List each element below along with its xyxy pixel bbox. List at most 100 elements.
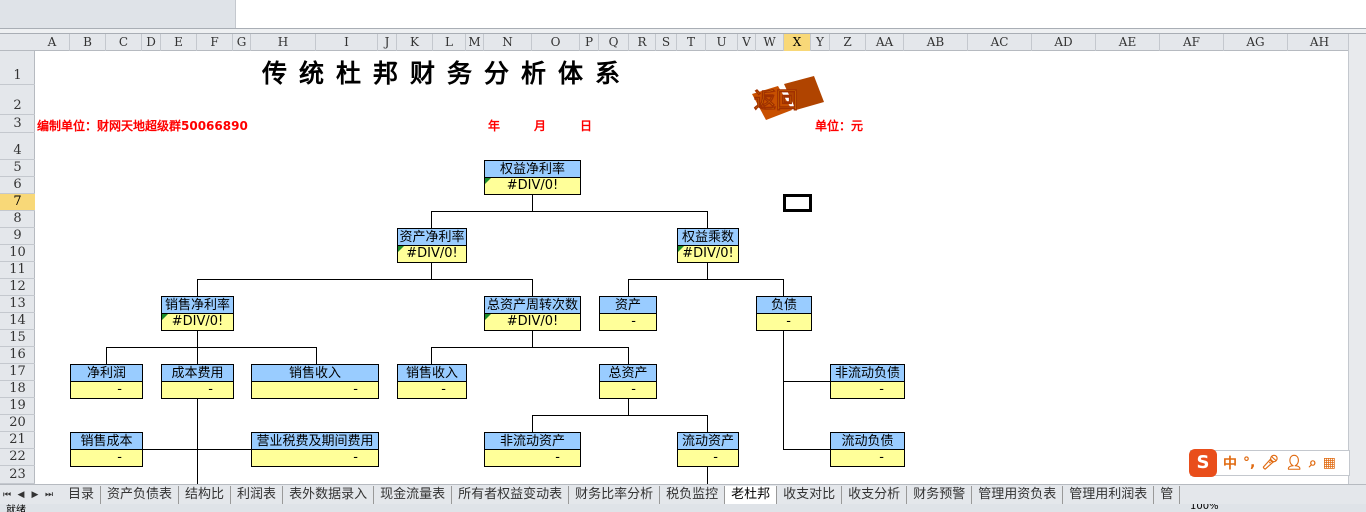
row-header-15[interactable]: 15 (0, 330, 35, 347)
user-icon[interactable]: 👤︎ (1285, 455, 1303, 471)
column-header-X[interactable]: X (784, 34, 811, 51)
column-header-J[interactable]: J (378, 34, 397, 51)
row-header-16[interactable]: 16 (0, 347, 35, 364)
node-asset-turnover[interactable]: 总资产周转次数#DIV/0! (484, 296, 581, 331)
node-current-assets[interactable]: 流动资产- (677, 432, 739, 467)
sheet-tab[interactable]: 财务预警 (907, 485, 973, 504)
sheet-tab[interactable]: 收支对比 (777, 485, 843, 504)
node-liabilities[interactable]: 负债- (756, 296, 812, 331)
column-header-B[interactable]: B (70, 34, 106, 51)
node-cost-of-sales[interactable]: 销售成本- (70, 432, 143, 467)
node-roe[interactable]: 权益净利率#DIV/0! (484, 160, 581, 195)
row-header-14[interactable]: 14 (0, 313, 35, 330)
column-header-A[interactable]: A (35, 34, 70, 51)
node-noncurrent-assets[interactable]: 非流动资产- (484, 432, 581, 467)
column-header-R[interactable]: R (629, 34, 656, 51)
vertical-scrollbar[interactable] (1348, 34, 1366, 484)
node-equity-multiplier[interactable]: 权益乘数#DIV/0! (677, 228, 739, 263)
row-header-12[interactable]: 12 (0, 279, 35, 296)
column-header-K[interactable]: K (397, 34, 433, 51)
sheet-tab[interactable]: 所有者权益变动表 (452, 485, 570, 504)
sheet-tab[interactable]: 利润表 (231, 485, 284, 504)
column-header-L[interactable]: L (433, 34, 466, 51)
column-header-D[interactable]: D (142, 34, 161, 51)
return-button[interactable]: 返回 (748, 72, 826, 122)
column-header-F[interactable]: F (197, 34, 233, 51)
sheet-tab[interactable]: 收支分析 (842, 485, 908, 504)
microphone-icon[interactable]: 🎤︎ (1261, 455, 1280, 471)
row-header-4[interactable]: 4 (0, 133, 35, 160)
column-header-Q[interactable]: Q (599, 34, 629, 51)
zoom-level[interactable]: 100% (1190, 504, 1219, 512)
node-roa[interactable]: 资产净利率#DIV/0! (397, 228, 467, 263)
column-header-Z[interactable]: Z (830, 34, 866, 51)
last-sheet-icon[interactable]: ⏭ (44, 489, 54, 500)
row-header-18[interactable]: 18 (0, 381, 35, 398)
column-header-AB[interactable]: AB (904, 34, 968, 51)
row-header-22[interactable]: 22 (0, 449, 35, 466)
sheet-tab[interactable]: 结构比 (179, 485, 232, 504)
formula-bar[interactable] (236, 0, 1366, 28)
node-total-assets[interactable]: 总资产- (599, 364, 657, 399)
node-current-liab[interactable]: 流动负债- (830, 432, 905, 467)
grid-icon[interactable]: ▦ (1322, 455, 1336, 471)
ime-toolbar[interactable]: S 中 °, 🎤︎ 👤︎ ⌕ ▦ (1189, 449, 1350, 477)
sheet-tab[interactable]: 财务比率分析 (569, 485, 661, 504)
name-box[interactable] (0, 0, 236, 28)
column-header-T[interactable]: T (677, 34, 706, 51)
node-assets[interactable]: 资产- (599, 296, 657, 331)
prev-sheet-icon[interactable]: ◀ (17, 489, 25, 500)
node-net-margin[interactable]: 销售净利率#DIV/0! (161, 296, 234, 331)
column-header-AG[interactable]: AG (1224, 34, 1288, 51)
row-header-19[interactable]: 19 (0, 398, 35, 415)
row-header-10[interactable]: 10 (0, 245, 35, 262)
column-header-AC[interactable]: AC (968, 34, 1032, 51)
column-header-AD[interactable]: AD (1032, 34, 1096, 51)
sheet-tab[interactable]: 管 (1154, 485, 1181, 504)
column-header-M[interactable]: M (466, 34, 484, 51)
row-header-13[interactable]: 13 (0, 296, 35, 313)
ime-punct[interactable]: °, (1243, 455, 1256, 471)
sheet-tab[interactable]: 资产负债表 (101, 485, 180, 504)
column-header-I[interactable]: I (316, 34, 378, 51)
column-header-W[interactable]: W (756, 34, 784, 51)
row-header-8[interactable]: 8 (0, 211, 35, 228)
sheet-tab[interactable]: 管理用利润表 (1063, 485, 1155, 504)
column-header-U[interactable]: U (706, 34, 738, 51)
row-header-5[interactable]: 5 (0, 160, 35, 177)
node-taxes-expenses[interactable]: 营业税费及期间费用- (251, 432, 379, 467)
row-header-1[interactable]: 1 (0, 51, 35, 85)
node-sales-revenue[interactable]: 销售收入- (251, 364, 379, 399)
sheet-tab[interactable]: 管理用资负表 (972, 485, 1064, 504)
ime-mode[interactable]: 中 (1223, 456, 1237, 472)
column-header-S[interactable]: S (656, 34, 677, 51)
column-header-V[interactable]: V (738, 34, 756, 51)
column-header-G[interactable]: G (233, 34, 251, 51)
sheet-tab[interactable]: 老杜邦 (725, 485, 778, 504)
formula-bar-splitter[interactable] (0, 28, 1366, 34)
node-net-profit[interactable]: 净利润- (70, 364, 143, 399)
column-header-AH[interactable]: AH (1288, 34, 1352, 51)
sheet-tab[interactable]: 现金流量表 (374, 485, 453, 504)
column-header-AE[interactable]: AE (1096, 34, 1160, 51)
node-sales-revenue2[interactable]: 销售收入- (397, 364, 467, 399)
row-header-7[interactable]: 7 (0, 194, 35, 211)
row-header-21[interactable]: 21 (0, 432, 35, 449)
next-sheet-icon[interactable]: ▶ (31, 489, 39, 500)
sheet-tab[interactable]: 目录 (62, 485, 102, 504)
sheet-tab[interactable]: 表外数据录入 (283, 485, 375, 504)
row-header-17[interactable]: 17 (0, 364, 35, 381)
search-icon[interactable]: ⌕ (1308, 455, 1317, 471)
row-header-11[interactable]: 11 (0, 262, 35, 279)
column-header-O[interactable]: O (532, 34, 580, 51)
row-header-3[interactable]: 3 (0, 115, 35, 133)
row-header-2[interactable]: 2 (0, 85, 35, 115)
sheet-tab[interactable]: 税负监控 (660, 485, 726, 504)
row-header-9[interactable]: 9 (0, 228, 35, 245)
column-header-AF[interactable]: AF (1160, 34, 1224, 51)
column-header-P[interactable]: P (580, 34, 599, 51)
first-sheet-icon[interactable]: ⏮ (2, 489, 12, 500)
column-header-Y[interactable]: Y (811, 34, 830, 51)
row-header-6[interactable]: 6 (0, 177, 35, 194)
node-noncurrent-liab[interactable]: 非流动负债- (830, 364, 905, 399)
